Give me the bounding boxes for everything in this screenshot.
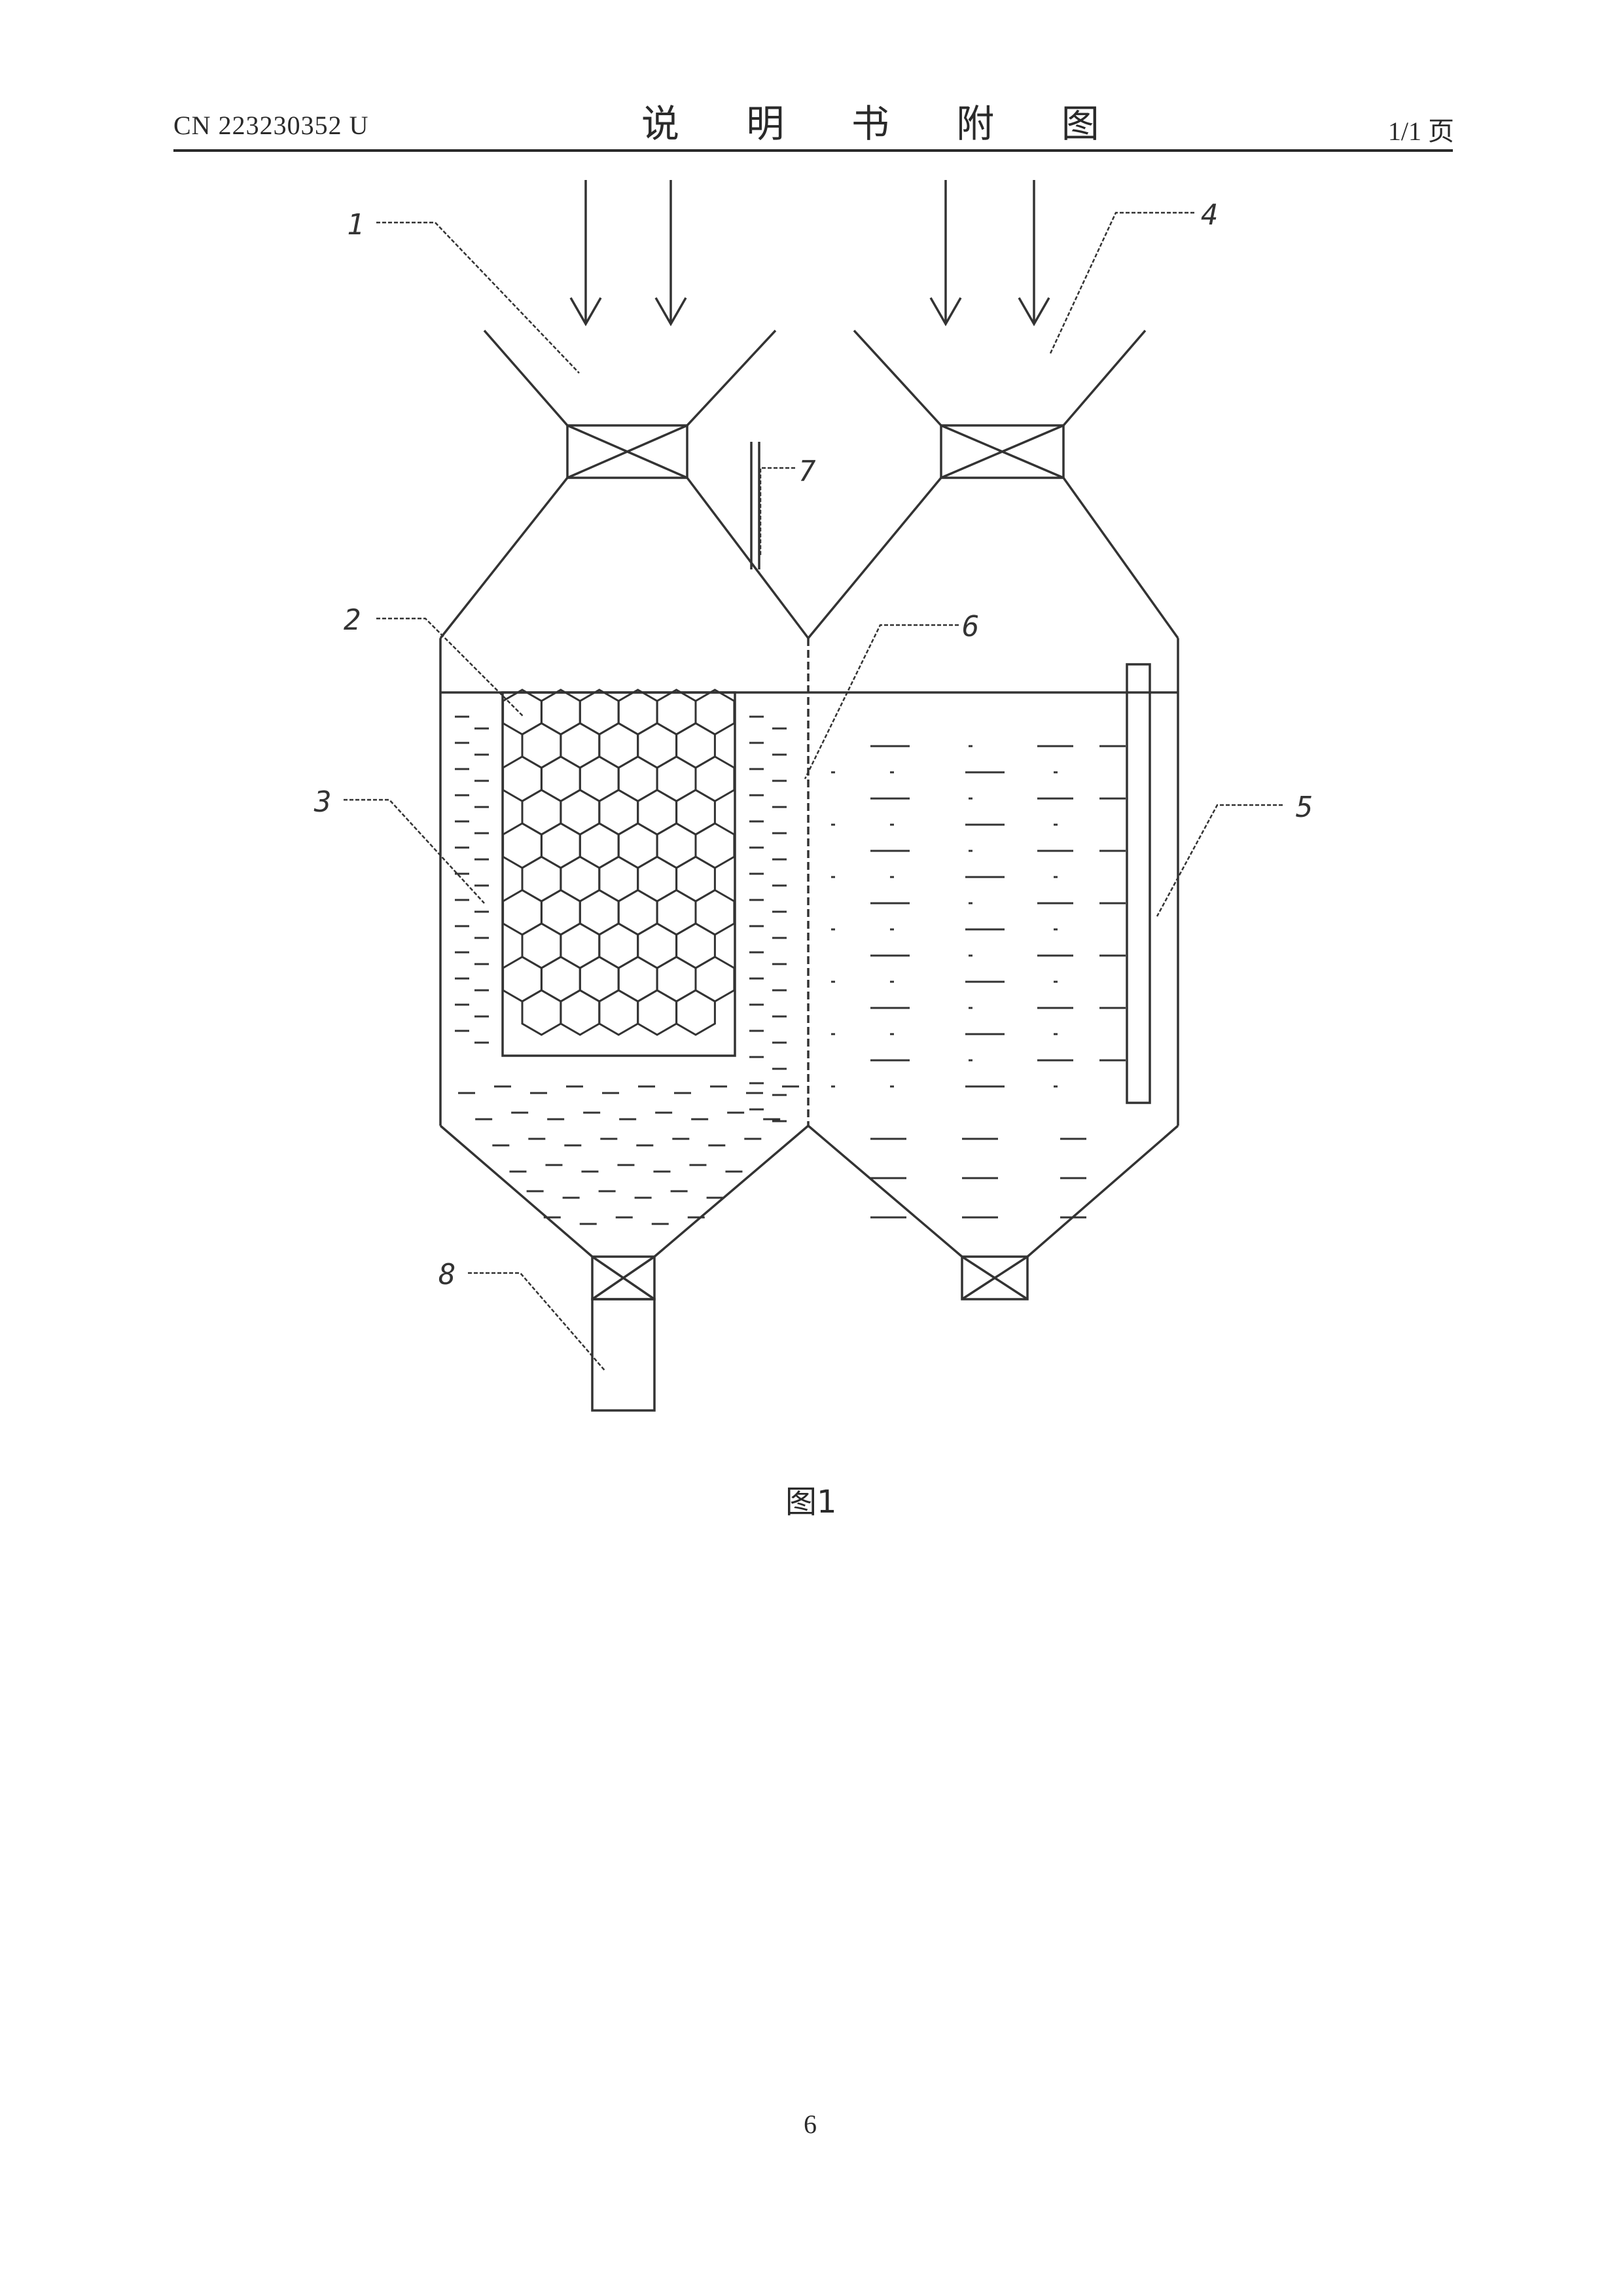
leader-lines bbox=[344, 213, 1283, 1371]
honeycomb-cell bbox=[522, 990, 561, 1035]
honeycomb-cell bbox=[677, 990, 715, 1035]
leader-5 bbox=[1157, 805, 1283, 916]
leader-1 bbox=[376, 223, 579, 373]
inflow-arrows bbox=[571, 180, 1049, 324]
label-8: 8 bbox=[438, 1258, 456, 1291]
liquid-dashes bbox=[455, 717, 1126, 1224]
leader-4 bbox=[1050, 213, 1194, 353]
honeycomb-cell bbox=[638, 990, 677, 1035]
vertical-rod bbox=[1127, 664, 1150, 1103]
honeycomb-cell bbox=[561, 990, 599, 1035]
figure-caption: 图1 bbox=[785, 1476, 837, 1522]
page-number: 6 bbox=[804, 2109, 817, 2140]
label-3: 3 bbox=[313, 785, 332, 819]
honeycomb-cell bbox=[599, 990, 638, 1035]
leader-3 bbox=[344, 800, 484, 903]
label-6: 6 bbox=[962, 610, 980, 643]
honeycomb-media bbox=[503, 690, 734, 1035]
label-7: 7 bbox=[798, 455, 816, 488]
leader-6 bbox=[805, 625, 959, 779]
reference-labels: 1 2 3 4 5 6 7 8 bbox=[313, 198, 1313, 1291]
label-1: 1 bbox=[347, 208, 365, 242]
vent-pipe bbox=[751, 442, 759, 569]
honeycomb-frame bbox=[503, 692, 735, 1056]
outlet-pipe bbox=[592, 1299, 654, 1410]
leader-8 bbox=[468, 1273, 605, 1371]
right-tank bbox=[808, 331, 1178, 1299]
label-4: 4 bbox=[1201, 198, 1219, 232]
left-tank bbox=[440, 331, 808, 1410]
label-2: 2 bbox=[344, 603, 361, 637]
label-5: 5 bbox=[1296, 791, 1313, 824]
leader-7 bbox=[760, 468, 795, 556]
